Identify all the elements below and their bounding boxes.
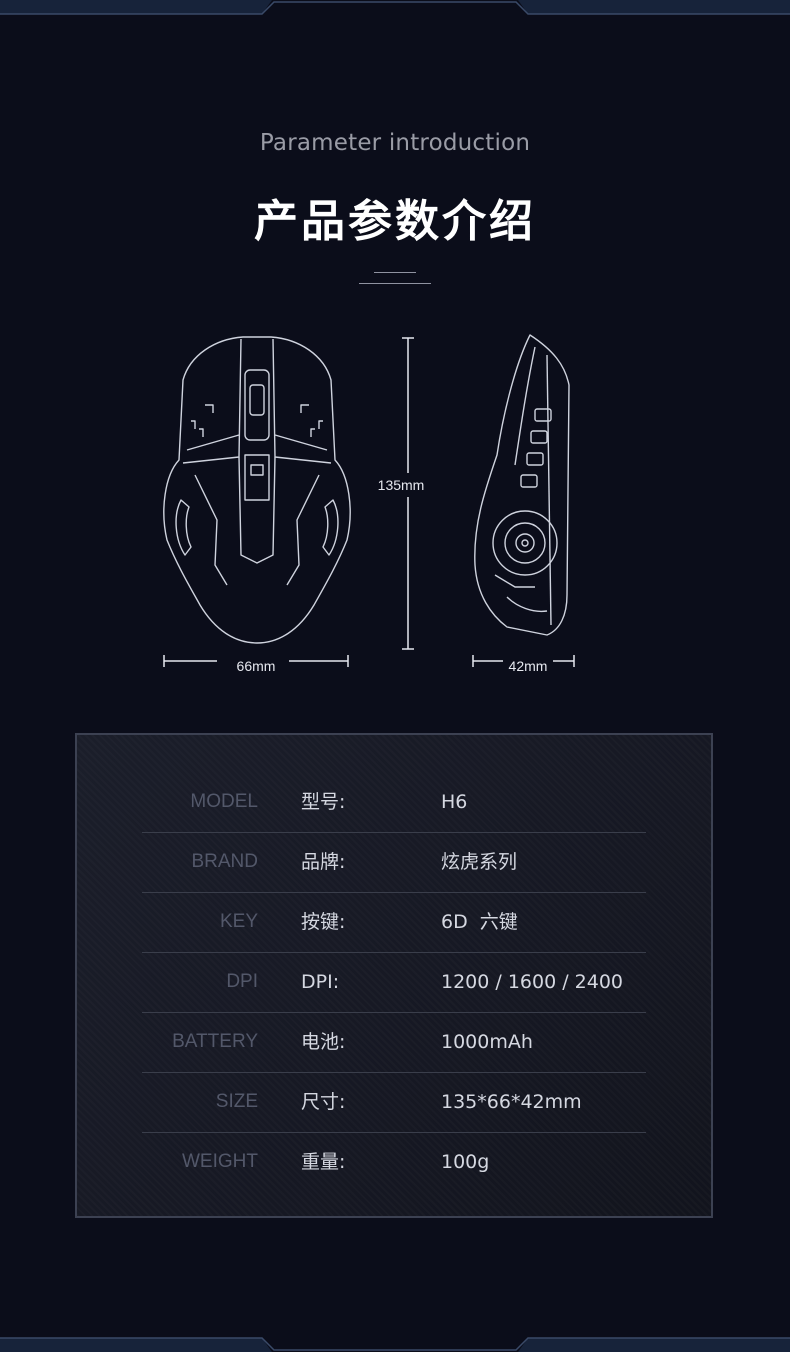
spec-table: MODEL 型号: H6 BRAND 品牌: 炫虎系列 KEY 按键: 6D 六… (75, 733, 713, 1218)
spec-label-cn: 按键: (301, 911, 346, 933)
spec-label-en: DPI (226, 971, 258, 992)
mouse-dimension-illustration: 135mm 66mm 42mm (163, 334, 575, 674)
mouse-side-view (474, 334, 570, 636)
page-title: 产品参数介绍 (254, 196, 536, 247)
dimension-markers (163, 337, 575, 667)
title-divider-top (374, 272, 416, 273)
spec-label-en: BRAND (191, 851, 258, 872)
spec-row-size: SIZE 尺寸: 135*66*42mm (142, 1072, 646, 1133)
bottom-frame-decoration (0, 1337, 790, 1352)
top-frame-decoration (0, 0, 790, 15)
spec-value: 炫虎系列 (441, 851, 518, 873)
spec-label-cn: DPI: (301, 971, 340, 993)
spec-label-cn: 品牌: (301, 851, 346, 873)
spec-label-cn: 型号: (301, 791, 346, 813)
section-subtitle: Parameter introduction (259, 130, 531, 156)
spec-label-en: KEY (219, 911, 258, 932)
spec-value: 100g (441, 1151, 490, 1173)
spec-label-en: SIZE (215, 1091, 258, 1112)
spec-value: 6D 六键 (441, 911, 518, 933)
spec-label-en: MODEL (190, 791, 258, 812)
width-dimension-label: 66mm (237, 658, 276, 674)
spec-label-cn: 尺寸: (301, 1091, 346, 1113)
spec-value: H6 (441, 791, 468, 813)
spec-label-cn: 重量: (301, 1151, 346, 1173)
spec-label-en: WEIGHT (182, 1151, 258, 1172)
height-dimension-label: 42mm (509, 658, 548, 674)
spec-value: 1000mAh (441, 1031, 533, 1053)
spec-value: 135*66*42mm (441, 1091, 582, 1113)
spec-row-model: MODEL 型号: H6 (142, 772, 646, 833)
spec-label-en: BATTERY (172, 1031, 258, 1052)
spec-value: 1200 / 1600 / 2400 (441, 971, 624, 993)
spec-row-dpi: DPI DPI: 1200 / 1600 / 2400 (142, 952, 646, 1013)
spec-row-weight: WEIGHT 重量: 100g (142, 1132, 646, 1192)
spec-row-battery: BATTERY 电池: 1000mAh (142, 1012, 646, 1073)
length-dimension-label: 135mm (378, 477, 425, 493)
spec-row-brand: BRAND 品牌: 炫虎系列 (142, 832, 646, 893)
mouse-top-view (163, 336, 351, 644)
title-divider-bottom (359, 283, 431, 284)
spec-row-key: KEY 按键: 6D 六键 (142, 892, 646, 953)
spec-label-cn: 电池: (301, 1031, 346, 1053)
